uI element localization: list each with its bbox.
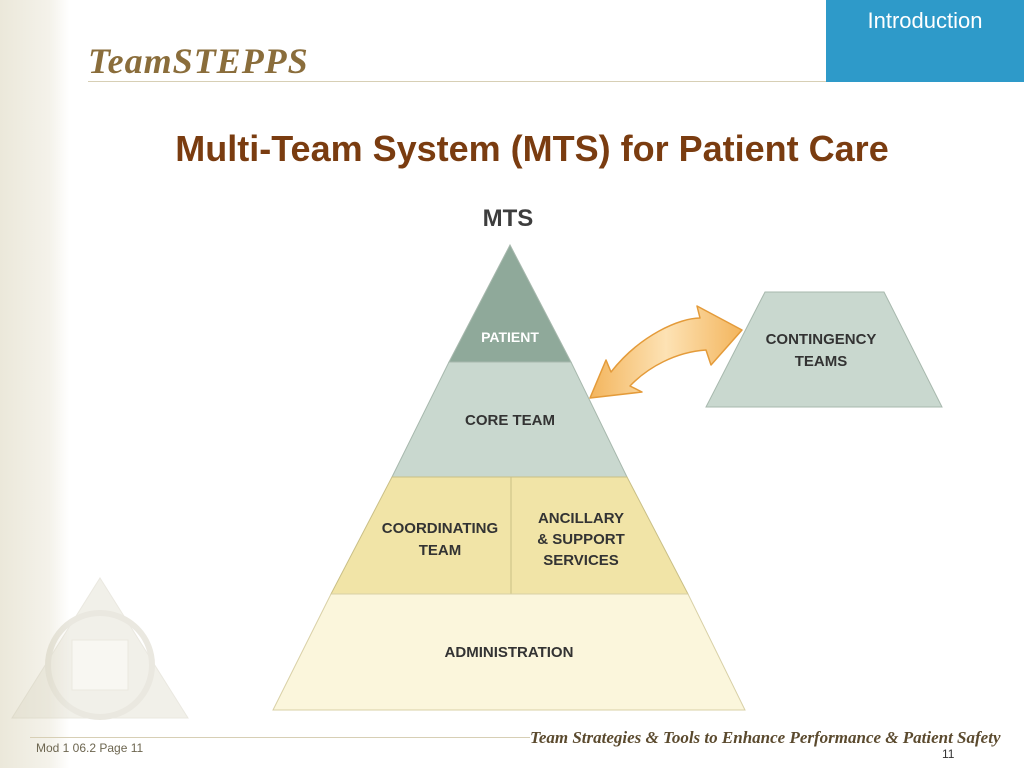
section-tab-label: Introduction — [867, 8, 983, 33]
faded-wheel-graphic — [11, 577, 189, 720]
tier-coordinating-label-line2: TEAM — [419, 542, 462, 559]
contingency-label-line2: TEAMS — [795, 353, 848, 370]
tier-patient-label: PATIENT — [481, 329, 539, 345]
footer-divider — [30, 737, 530, 738]
contingency-label-line1: CONTINGENCY — [766, 331, 877, 348]
footer-module-label: Mod 1 06.2 Page 11 — [36, 741, 144, 755]
page-number: 11 — [942, 747, 955, 761]
section-tab-introduction: Introduction — [826, 0, 1024, 82]
tier-core-team-label: CORE TEAM — [465, 412, 555, 429]
tier-coordinating-label-line1: COORDINATING — [382, 520, 498, 537]
tier-ancillary-label-line3: SERVICES — [543, 552, 619, 569]
tier-ancillary-label-line1: ANCILLARY — [538, 510, 624, 527]
slide-title: Multi-Team System (MTS) for Patient Care — [175, 128, 889, 169]
footer-tagline: Team Strategies & Tools to Enhance Perfo… — [530, 728, 1001, 747]
header-divider — [88, 81, 828, 82]
contingency-teams-shape — [705, 291, 943, 408]
tier-administration-label: ADMINISTRATION — [445, 644, 574, 661]
tier-administration — [272, 593, 746, 711]
mts-heading: MTS — [483, 205, 534, 232]
tier-ancillary-label-line2: & SUPPORT — [537, 531, 625, 548]
double-arrow-icon — [589, 305, 743, 399]
left-decorative-band — [0, 0, 70, 768]
teamstepps-logo: TeamSTEPPS — [88, 41, 309, 81]
